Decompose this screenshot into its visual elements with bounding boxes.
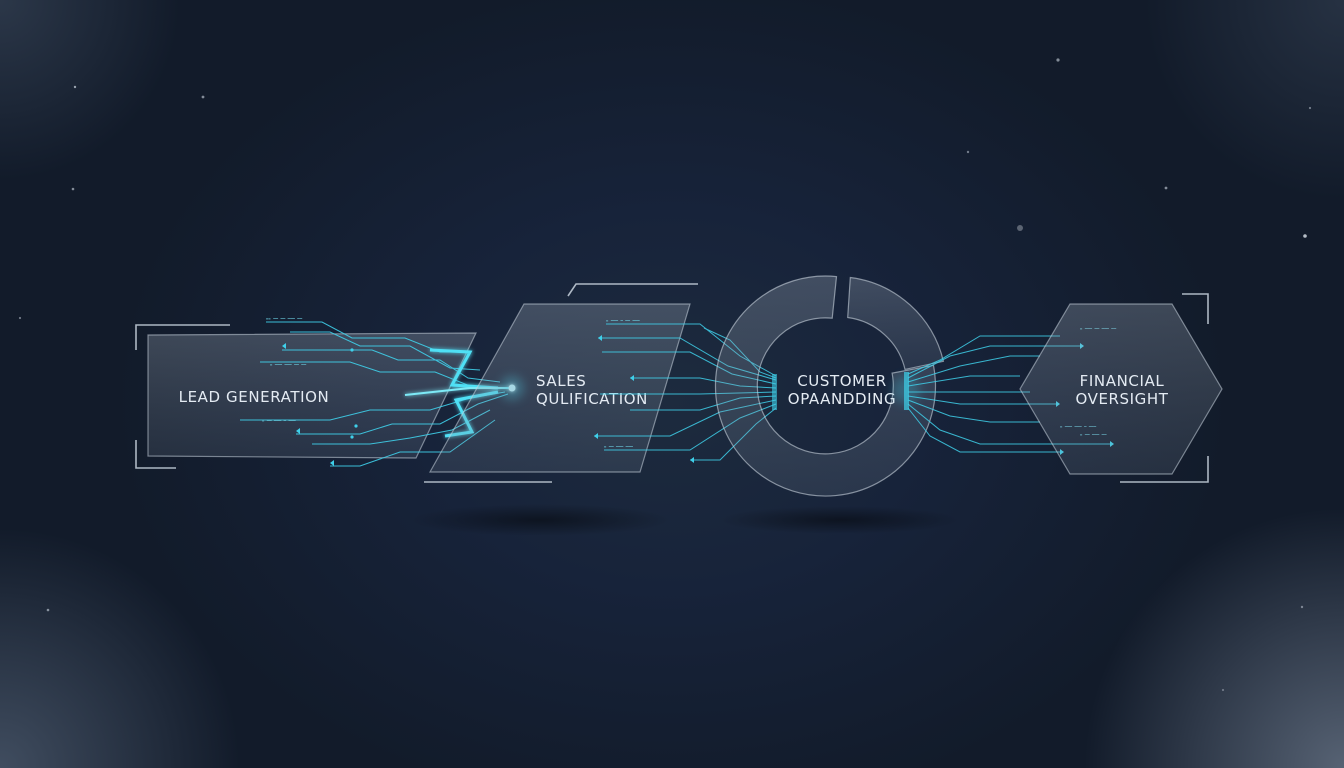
connector-pins [772, 374, 777, 410]
trace [907, 399, 1040, 423]
star [1221, 688, 1225, 692]
micro-text-1: ≡≡ ══ ══ ═══ ══ ≡ ═══ ═══ ══ ══ ≡ ══ ═══… [262, 316, 307, 423]
financial-oversight-label-line2: OVERSIGHT [1075, 390, 1168, 408]
star-field [18, 58, 1312, 692]
star [73, 85, 77, 89]
arrowhead [282, 343, 286, 349]
onboarding-ring-main-arc [714, 275, 937, 497]
frame-bracket-top-left [135, 324, 230, 350]
customer-onboarding-label-line2: OPAANDDING [788, 390, 896, 408]
arrowhead [630, 375, 634, 381]
micro-label: ≡ ═══ ═══ ══ ══ [270, 362, 307, 367]
customer-onboarding-label-line1: CUSTOMER [797, 372, 887, 390]
connector-halo [892, 376, 920, 404]
panel-shadows [410, 504, 960, 536]
stage-sales-qualification: SALES QULIFICATION [424, 283, 698, 483]
star [1164, 186, 1168, 190]
star [18, 316, 22, 320]
trace [907, 407, 1060, 453]
node-dot [350, 435, 354, 439]
shadow [410, 504, 670, 536]
star [1303, 234, 1307, 238]
stage-financial-oversight: FINANCIAL OVERSIGHT [1019, 293, 1223, 483]
trace [290, 331, 481, 371]
trace [907, 395, 1056, 405]
sales-qualification-panel [428, 303, 691, 473]
frame-bracket-bottom-left [135, 440, 176, 469]
node-dot [350, 348, 354, 352]
star [1308, 106, 1312, 110]
frame-bracket-bottom-right [1120, 456, 1209, 483]
frame-bracket-top-right [1182, 293, 1209, 324]
star [1017, 225, 1023, 231]
star [966, 150, 970, 154]
chevron-upper [429, 348, 499, 390]
star [71, 187, 75, 191]
node-dot [354, 424, 358, 428]
trace [907, 375, 1020, 387]
arrowhead [690, 457, 694, 463]
star [46, 608, 50, 612]
stage-customer-onboarding: CUSTOMER OPAANDDING [714, 275, 945, 497]
micro-label: ≡ ══ ═══ ═══ [604, 444, 633, 449]
trace [907, 403, 1110, 445]
lead-generation-panel [147, 332, 477, 459]
arrowhead [598, 335, 602, 341]
arrow-markers-1 [282, 343, 358, 466]
shadow [720, 506, 960, 534]
micro-label: ≡ ═══ ═ ══ ═══ [606, 318, 640, 323]
trace [907, 355, 1040, 383]
trace [907, 345, 1080, 379]
arrowhead [296, 428, 300, 434]
trace [282, 349, 501, 383]
arrowhead [330, 460, 334, 466]
star [201, 95, 205, 99]
sales-qualification-label-line1: SALES [536, 372, 586, 390]
financial-oversight-label-line1: FINANCIAL [1080, 372, 1165, 390]
micro-text-2: ≡ ═══ ═ ══ ═══ ≡ ══ ═══ ═══ [604, 318, 640, 449]
onboarding-ring-segment [847, 276, 945, 371]
frame-bracket-top [567, 283, 698, 297]
trace [907, 335, 1060, 375]
sales-qualification-label-line2: QULIFICATION [536, 390, 648, 408]
arrow-markers-2 [594, 335, 777, 463]
micro-label: ≡≡ ══ ══ ═══ ══ [266, 316, 303, 321]
micro-label: ≡ ══ ═══ ═ ═══ [262, 418, 296, 423]
financial-oversight-panel [1019, 303, 1223, 475]
star [1056, 58, 1060, 62]
lead-generation-label: LEAD GENERATION [179, 388, 330, 406]
stage-lead-generation: LEAD GENERATION [135, 324, 477, 469]
arrowhead [594, 433, 598, 439]
circuit-traces-3 [907, 335, 1110, 453]
star [1300, 605, 1304, 609]
